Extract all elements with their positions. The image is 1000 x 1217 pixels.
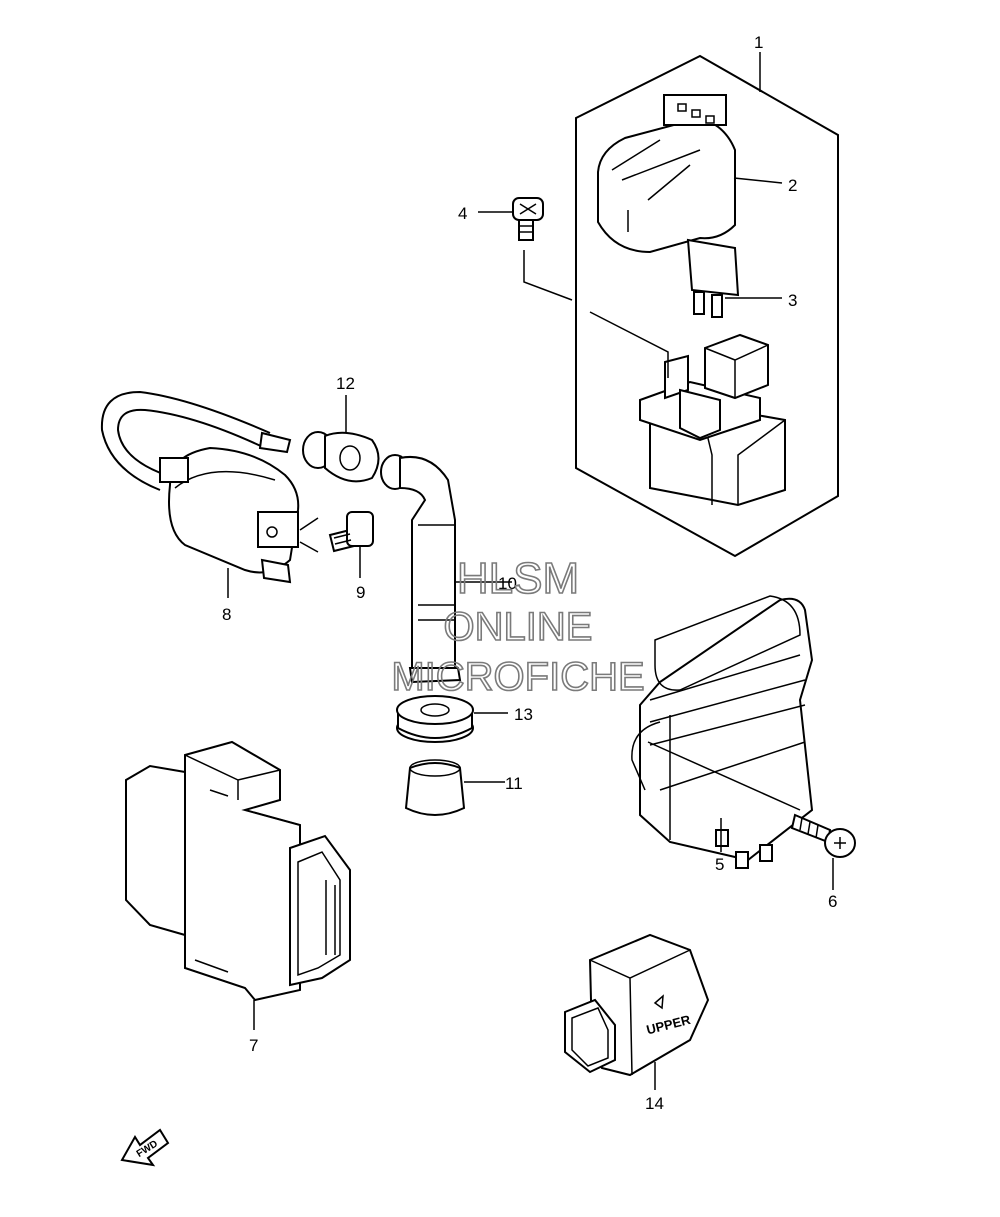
cap xyxy=(404,759,505,816)
grommet xyxy=(396,695,508,743)
callout-6: 6 xyxy=(828,892,837,911)
watermark-line-2: ONLINE xyxy=(444,605,593,649)
bolt-9 xyxy=(328,511,374,578)
cap-rubber xyxy=(302,395,380,483)
callout-7: 7 xyxy=(249,1036,258,1055)
watermark-line-1: HLSM xyxy=(457,554,579,603)
callout-8: 8 xyxy=(222,605,231,624)
fuse xyxy=(686,238,782,318)
callout-5: 5 xyxy=(715,855,724,874)
screw-4 xyxy=(478,197,669,378)
relay-cover xyxy=(597,94,783,254)
callout-11: 11 xyxy=(505,774,523,793)
callout-2: 2 xyxy=(788,176,797,195)
callout-13: 13 xyxy=(514,705,533,724)
callout-9: 9 xyxy=(356,583,365,602)
ht-cord xyxy=(380,454,512,684)
callout-4: 4 xyxy=(458,204,467,223)
assembly-frame xyxy=(575,54,839,558)
connector xyxy=(564,933,710,1090)
ecm-unit xyxy=(125,740,351,1030)
watermark-line-3: MICROFICHE xyxy=(391,655,644,699)
callout-12: 12 xyxy=(336,374,355,393)
screw-6 xyxy=(647,741,856,890)
callout-10: 10 xyxy=(498,574,517,593)
regulator xyxy=(631,595,814,869)
callout-3: 3 xyxy=(788,291,797,310)
callout-1: 1 xyxy=(754,33,763,52)
fwd-arrow-icon xyxy=(120,1128,170,1167)
starter-relay xyxy=(639,333,786,507)
callout-14: 14 xyxy=(645,1094,664,1113)
ignition-coil xyxy=(100,390,319,598)
